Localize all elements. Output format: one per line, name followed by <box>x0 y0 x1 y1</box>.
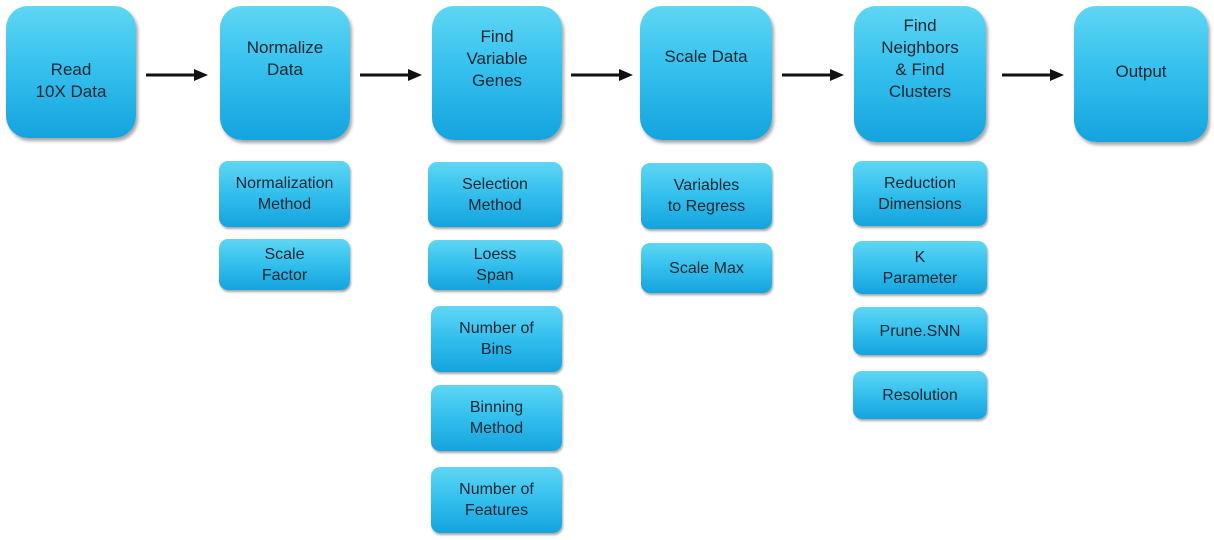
step-find-neighbors-clusters: Find Neighbors & Find Clusters <box>854 6 986 142</box>
param-label: Variables to Regress <box>667 177 746 215</box>
param-selection-method: Selection Method <box>428 162 562 227</box>
param-label: Loess Span <box>473 246 517 284</box>
param-label: Scale Factor <box>261 245 308 284</box>
param-label: Number of Bins <box>459 320 534 358</box>
param-label: Number of Features <box>459 481 534 519</box>
param-loess-span: Loess Span <box>428 240 562 290</box>
param-normalization-method: Normalization Method <box>219 161 350 227</box>
arrow-connector <box>571 69 633 81</box>
param-label: Scale Max <box>669 259 744 277</box>
step-label: Find Variable Genes <box>466 27 528 90</box>
param-k-parameter: K Parameter <box>853 241 987 294</box>
arrow-connector <box>1002 69 1064 81</box>
step-scale-data: Scale Data <box>640 6 772 140</box>
param-reduction-dimensions: Reduction Dimensions <box>853 161 987 226</box>
param-label: Resolution <box>882 386 958 404</box>
param-prune-snn: Prune.SNN <box>853 307 987 355</box>
param-scale-max: Scale Max <box>641 243 772 293</box>
step-output: Output <box>1074 6 1208 142</box>
step-find-variable-genes: Find Variable Genes <box>432 6 562 140</box>
arrow-connector <box>360 69 422 81</box>
step-label: Scale Data <box>664 47 748 66</box>
param-label: K Parameter <box>882 248 958 287</box>
param-label: Reduction Dimensions <box>878 174 962 213</box>
param-resolution: Resolution <box>853 371 987 419</box>
param-label: Normalization Method <box>235 175 334 213</box>
step-label: Read 10X Data <box>35 60 107 101</box>
param-number-of-features: Number of Features <box>431 467 562 533</box>
step-label: Find Neighbors & Find Clusters <box>881 16 959 101</box>
param-binning-method: Binning Method <box>431 385 562 451</box>
param-scale-factor: Scale Factor <box>219 239 350 290</box>
param-label: Binning Method <box>469 399 524 437</box>
arrow-connector <box>782 69 844 81</box>
param-label: Selection Method <box>462 175 528 214</box>
param-number-of-bins: Number of Bins <box>431 306 562 372</box>
step-normalize-data: Normalize Data <box>220 6 350 140</box>
arrow-connector <box>146 69 208 81</box>
param-variables-to-regress: Variables to Regress <box>641 163 772 229</box>
step-label: Output <box>1115 62 1167 81</box>
step-label: Normalize Data <box>246 38 324 79</box>
step-read-10x-data: Read 10X Data <box>6 6 136 138</box>
param-label: Prune.SNN <box>879 322 961 340</box>
